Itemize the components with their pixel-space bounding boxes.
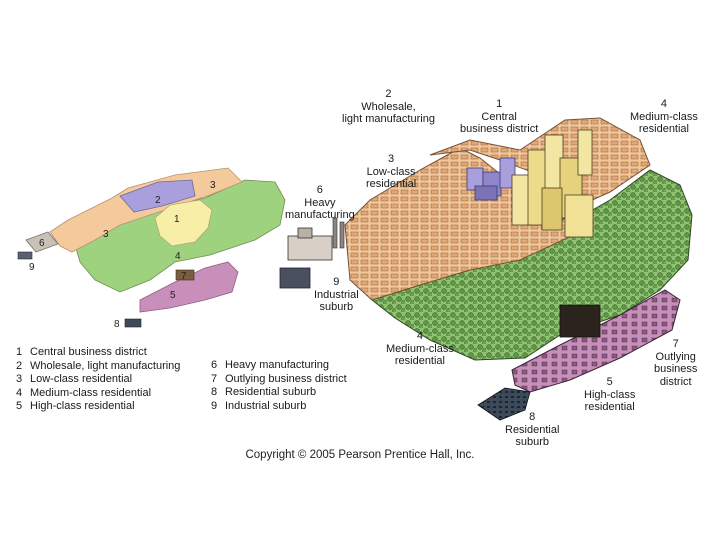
model-cbd-towers — [512, 130, 593, 237]
copyright-notice: Copyright © 2005 Pearson Prentice Hall, … — [0, 449, 720, 461]
model-outlying-business — [560, 305, 600, 337]
model-heavy-mfg — [288, 218, 344, 260]
model-industrial-suburb — [280, 268, 310, 288]
